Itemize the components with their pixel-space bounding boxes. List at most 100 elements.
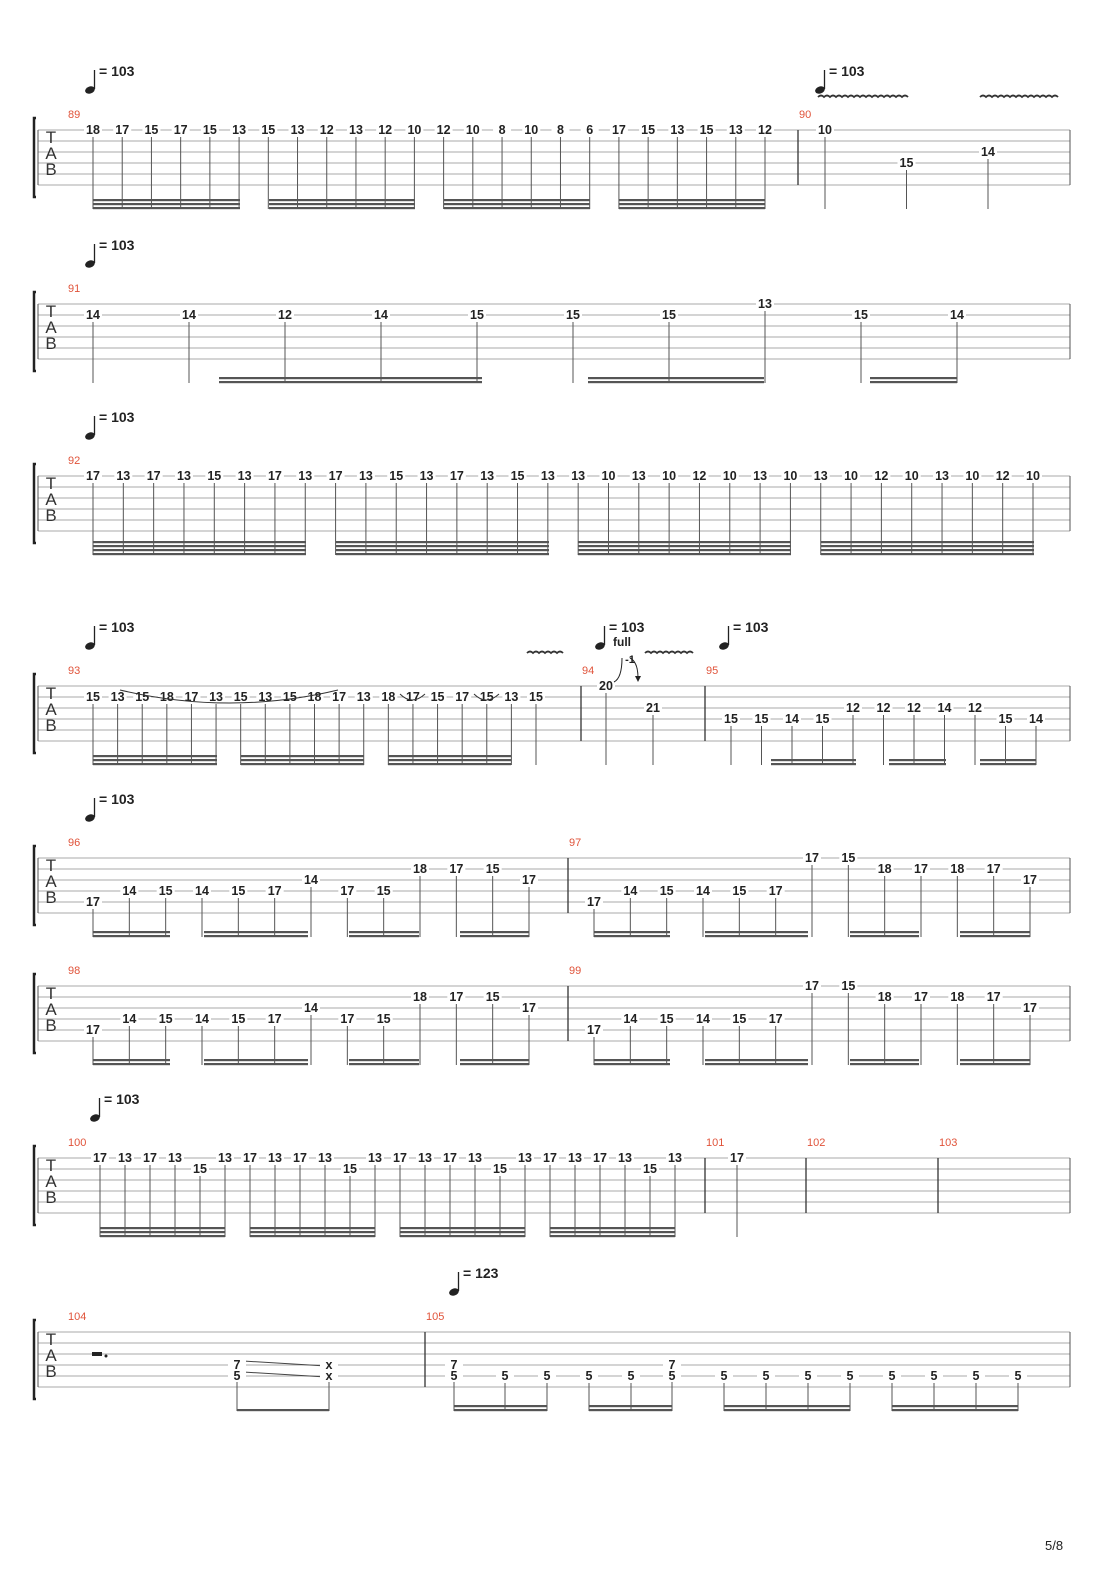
quarter-note-icon bbox=[85, 260, 95, 268]
vibrato-line bbox=[817, 94, 909, 99]
fret-number: 12 bbox=[907, 701, 921, 715]
fret-number: 5 bbox=[763, 1369, 770, 1383]
fret-mask bbox=[330, 690, 349, 703]
fret-number: 18 bbox=[878, 990, 892, 1004]
fret-number: 15 bbox=[377, 1012, 391, 1026]
vibrato-line bbox=[644, 650, 694, 655]
fret-number: 17 bbox=[1023, 1001, 1037, 1015]
fret-number: 17 bbox=[293, 1151, 307, 1165]
fret-number: 14 bbox=[1029, 712, 1043, 726]
fret-number: 13 bbox=[209, 690, 223, 704]
fret-number: 15 bbox=[261, 123, 275, 137]
beam bbox=[870, 377, 957, 380]
fret-mask bbox=[566, 1151, 584, 1164]
fret-mask bbox=[657, 1012, 676, 1025]
fret-number: 15 bbox=[724, 712, 738, 726]
fret-number: 13 bbox=[357, 690, 371, 704]
fret-mask bbox=[844, 701, 862, 714]
fret-number: 15 bbox=[854, 308, 868, 322]
beam bbox=[705, 1063, 808, 1066]
beam bbox=[349, 931, 419, 934]
tab-clef-letter: T bbox=[46, 684, 56, 703]
beam bbox=[250, 1235, 375, 1238]
system-bracket bbox=[32, 290, 36, 373]
tempo-text: = 103 bbox=[829, 63, 865, 79]
fret-mask bbox=[783, 712, 801, 725]
fret-mask bbox=[445, 1369, 463, 1382]
fret-number: 15 bbox=[193, 1162, 207, 1176]
fret-mask bbox=[591, 1151, 609, 1164]
fret-number: 8 bbox=[499, 123, 506, 137]
beam bbox=[336, 549, 549, 552]
fret-mask bbox=[180, 308, 198, 321]
fret-number: 14 bbox=[938, 701, 952, 715]
fret-number: 13 bbox=[758, 297, 772, 311]
fret-mask bbox=[730, 1012, 749, 1025]
beam bbox=[594, 935, 670, 938]
tab-clef-letter: A bbox=[45, 872, 57, 891]
fret-mask bbox=[205, 469, 224, 482]
fret-mask bbox=[463, 123, 482, 136]
fret-mask bbox=[453, 690, 472, 703]
fret-mask bbox=[229, 1012, 248, 1025]
beam bbox=[578, 541, 791, 544]
fret-number: 15 bbox=[207, 469, 221, 483]
tempo-marking: = 103 bbox=[85, 63, 135, 94]
fret-number: 13 bbox=[118, 1151, 132, 1165]
fret-number: 17 bbox=[393, 1151, 407, 1165]
fret-mask bbox=[317, 123, 336, 136]
fret-mask bbox=[405, 123, 424, 136]
fret-number: 12 bbox=[758, 123, 772, 137]
fret-mask bbox=[639, 123, 658, 136]
beam bbox=[93, 199, 240, 202]
tab-clef-letter: T bbox=[46, 984, 56, 1003]
fret-mask bbox=[644, 701, 662, 714]
fret-number: 15 bbox=[660, 1012, 674, 1026]
beam bbox=[578, 549, 791, 552]
quarter-note-icon bbox=[595, 642, 605, 650]
fret-number: 13 bbox=[318, 1151, 332, 1165]
fret-mask bbox=[663, 1358, 681, 1371]
fret-number: 18 bbox=[160, 690, 174, 704]
measure: 103 bbox=[939, 1137, 957, 1149]
beam bbox=[460, 1059, 529, 1062]
beam bbox=[237, 1409, 329, 1412]
fret-number: 14 bbox=[122, 884, 136, 898]
fret-number: 17 bbox=[243, 1151, 257, 1165]
fret-mask bbox=[966, 701, 984, 714]
fret-number: 17 bbox=[769, 884, 783, 898]
beam bbox=[204, 935, 308, 938]
fret-number: 14 bbox=[623, 884, 637, 898]
fret-mask bbox=[502, 690, 521, 703]
beam bbox=[454, 1409, 547, 1412]
tab-clef-letter: B bbox=[45, 1016, 56, 1035]
fret-mask bbox=[228, 1358, 246, 1371]
fret-number: 17 bbox=[329, 469, 343, 483]
fret-mask bbox=[1009, 1369, 1027, 1382]
fret-mask bbox=[842, 469, 861, 482]
beam bbox=[550, 1235, 675, 1238]
fret-number: 17 bbox=[174, 123, 188, 137]
fret-mask bbox=[979, 145, 997, 158]
fret-number: 17 bbox=[587, 1023, 601, 1037]
fret-number: 14 bbox=[374, 308, 388, 322]
beam bbox=[250, 1231, 375, 1234]
fret-number: 5 bbox=[931, 1369, 938, 1383]
fret-mask bbox=[580, 1369, 598, 1382]
beam bbox=[980, 759, 1036, 762]
fret-mask bbox=[376, 123, 395, 136]
fret-number: 18 bbox=[950, 990, 964, 1004]
fret-number: 5 bbox=[544, 1369, 551, 1383]
measure-number: 93 bbox=[68, 665, 80, 677]
fret-mask bbox=[803, 979, 821, 992]
fret-mask bbox=[720, 469, 739, 482]
beam bbox=[578, 545, 791, 548]
beam bbox=[870, 381, 957, 384]
quarter-note-icon bbox=[449, 1288, 459, 1296]
fret-mask bbox=[666, 1151, 684, 1164]
fret-mask bbox=[478, 469, 497, 482]
beam bbox=[93, 203, 240, 206]
